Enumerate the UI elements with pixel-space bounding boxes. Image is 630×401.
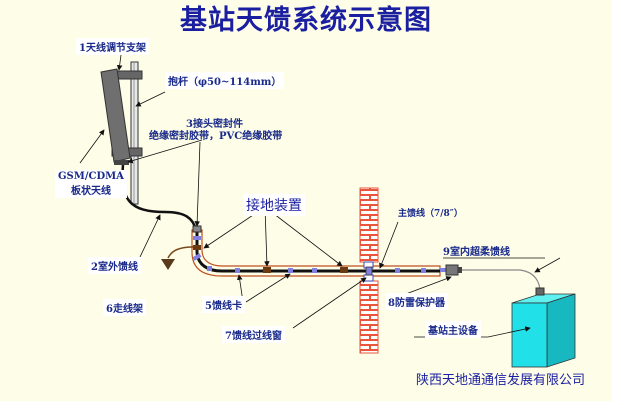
- grounding-clamps: [193, 245, 348, 273]
- brick-wall: [359, 187, 379, 354]
- lightning-protector: [440, 264, 462, 276]
- diagram-canvas: 基站天馈系统示意图 1天线调节支架 抱杆（φ50~114mm） 3接头密封件 绝…: [0, 0, 612, 401]
- label-pole: 抱杆（φ50~114mm）: [165, 72, 285, 89]
- connector-seal: [192, 225, 202, 233]
- page-title: 基站天馈系统示意图: [180, 5, 432, 36]
- label-antenna: GSM/CDMA 板状天线: [55, 170, 127, 198]
- label-antenna-bracket: 1天线调节支架: [76, 38, 149, 55]
- label-cable-rack: 6走线架: [103, 299, 146, 316]
- label-antenna-line1: GSM/CDMA: [58, 171, 124, 182]
- feeder-window: [363, 261, 374, 282]
- bts-equipment: [511, 287, 576, 368]
- label-connector-seal-2: 绝缘密封胶带，PVC绝缘胶带: [149, 131, 283, 142]
- indoor-jumper-cable: [462, 269, 541, 293]
- label-connector-seal-1: 3接头密封件: [186, 119, 243, 130]
- cable-rack: [191, 229, 441, 277]
- diagram-drawing: [79, 54, 576, 368]
- label-grounding: 接地装置: [243, 194, 305, 216]
- label-indoor-jumper: 9室内超柔馈线: [443, 247, 510, 258]
- company-name: 陕西天地通通信发展有限公司: [416, 373, 586, 388]
- feeder-clips: [192, 236, 426, 273]
- label-outdoor-feeder: 2室外馈线: [88, 257, 141, 274]
- pole: [130, 61, 139, 205]
- label-feeder-clip: 5馈线卡: [202, 296, 245, 313]
- ground-lead: [167, 246, 194, 259]
- label-main-feeder: 主馈线（7/8″）: [398, 209, 463, 219]
- page-margin: [612, 0, 630, 401]
- label-feeder-window: 7馈线过线窗: [222, 326, 285, 343]
- main-feeder-cable: [195, 232, 440, 273]
- panel-antenna: [100, 68, 131, 165]
- ground-symbol: [161, 259, 175, 270]
- leader-arrows: [79, 54, 561, 338]
- label-bts-equipment: 基站主设备: [425, 321, 481, 338]
- label-lightning-protector: 8防雷保护器: [385, 293, 448, 310]
- label-antenna-line2: 板状天线: [70, 186, 111, 197]
